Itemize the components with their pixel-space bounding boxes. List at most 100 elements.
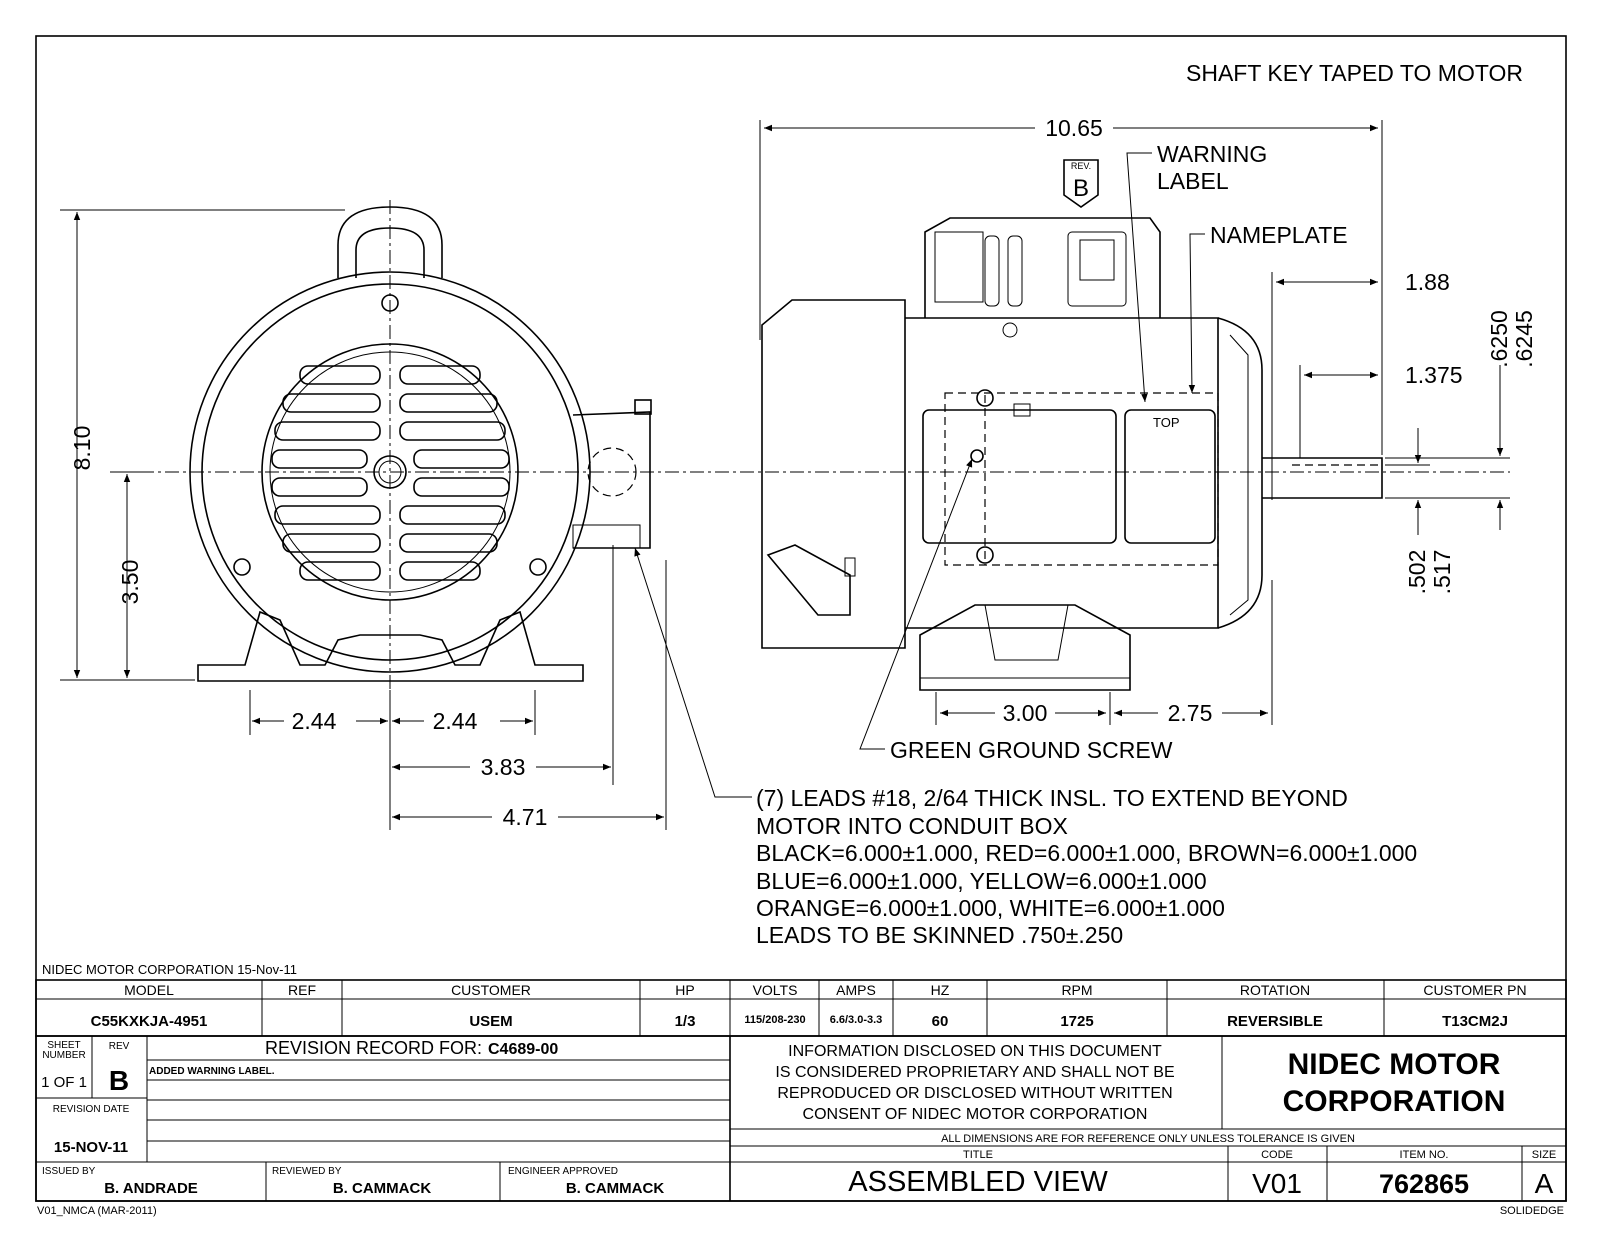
top-label: TOP (1153, 415, 1180, 430)
val-amps: 6.6/3.0-3.3 (830, 1014, 883, 1026)
dim-overall-length: 10.65 (1045, 115, 1103, 141)
hdr-customer-pn: CUSTOMER PN (1423, 982, 1526, 998)
leads-line5: ORANGE=6.000±1.000, WHITE=6.000±1.000 (756, 895, 1225, 921)
item-value: 762865 (1379, 1169, 1469, 1199)
front-housing (189, 271, 591, 673)
revision-date: 15-NOV-11 (54, 1139, 128, 1156)
ground-screw-icon (976, 389, 994, 407)
company-name-line1: NIDEC MOTOR (1288, 1048, 1501, 1081)
dim-shaft-height: 3.50 (117, 560, 143, 605)
code-label: CODE (1261, 1149, 1293, 1161)
dim-shaft-dia-max: .6250 (1486, 310, 1512, 368)
dim-to-box: 3.83 (481, 754, 526, 780)
rev-label: REV (109, 1041, 130, 1052)
reviewed-by-label: REVIEWED BY (272, 1166, 342, 1177)
hdr-amps: AMPS (836, 982, 876, 998)
rev-tag-value: B (1073, 175, 1089, 202)
hdr-rotation: ROTATION (1240, 982, 1310, 998)
dim-flat-min: .517 (1429, 550, 1455, 595)
item-label: ITEM NO. (1400, 1149, 1449, 1161)
dim-shaft-flat: 1.375 (1405, 362, 1463, 388)
dim-overall-height: 8.10 (69, 426, 95, 471)
lifting-lug (337, 206, 443, 278)
callouts: SHAFT KEY TAPED TO MOTOR WARNING LABEL N… (634, 60, 1523, 948)
dim-flat-max: .502 (1404, 550, 1430, 595)
warning-label-line1: WARNING (1157, 141, 1267, 167)
val-customer-pn: T13CM2J (1442, 1013, 1508, 1030)
hdr-model: MODEL (124, 982, 174, 998)
revision-date-label: REVISION DATE (53, 1104, 130, 1115)
side-dimensions: 10.65 1.88 1.375 .6250 .6245 .502 .517 3… (759, 115, 1537, 726)
val-model: C55KXKJA-4951 (91, 1013, 208, 1030)
shaft (1262, 457, 1383, 499)
grille-slots (271, 365, 510, 581)
sheet-border (35, 35, 1567, 1202)
shaft-end (373, 455, 407, 489)
bolt-left-icon (233, 558, 251, 576)
size-value: A (1535, 1168, 1554, 1199)
sheet-value: 1 OF 1 (41, 1074, 87, 1091)
front-dimensions: 8.10 3.50 2.44 2.44 3.83 4.71 (60, 209, 667, 830)
dim-base-right: 2.44 (433, 708, 478, 734)
code-value: V01 (1252, 1168, 1302, 1199)
proprietary-line1: INFORMATION DISCLOSED ON THIS DOCUMENT (788, 1043, 1162, 1060)
warning-label-line2: LABEL (1157, 168, 1229, 194)
fan-grille (261, 343, 519, 601)
drawing-title: ASSEMBLED VIEW (848, 1166, 1108, 1198)
nameplate-callout: NAMEPLATE (1210, 222, 1348, 248)
hdr-hz: HZ (931, 982, 950, 998)
proprietary-line4: CONSENT OF NIDEC MOTOR CORPORATION (803, 1106, 1148, 1123)
engineer: B. CAMMACK (566, 1180, 664, 1197)
tolerance-note: ALL DIMENSIONS ARE FOR REFERENCE ONLY UN… (941, 1133, 1355, 1145)
rev-tag: REV. B (1063, 159, 1099, 208)
leads-line4: BLUE=6.000±1.000, YELLOW=6.000±1.000 (756, 868, 1207, 894)
hdr-ref: REF (288, 982, 316, 998)
warning-label-area (1124, 409, 1216, 544)
rev-value: B (109, 1065, 129, 1096)
shaft-key-note: SHAFT KEY TAPED TO MOTOR (1186, 60, 1523, 86)
proprietary-line3: REPRODUCED OR DISCLOSED WITHOUT WRITTEN (777, 1085, 1172, 1102)
front-feet (197, 610, 584, 682)
engineer-label: ENGINEER APPROVED (508, 1166, 618, 1177)
conduit-box-side (572, 411, 651, 549)
val-hp: 1/3 (675, 1013, 696, 1030)
leads-line6: LEADS TO BE SKINNED .750±.250 (756, 922, 1123, 948)
val-customer: USEM (469, 1013, 512, 1030)
leads-line2: MOTOR INTO CONDUIT BOX (756, 813, 1068, 839)
revision-record-label: REVISION RECORD FOR: (265, 1038, 482, 1058)
issued-by: B. ANDRADE (104, 1180, 198, 1197)
dim-to-box-outer: 4.71 (503, 804, 548, 830)
capacitor-box (924, 217, 1161, 318)
val-hz: 60 (932, 1013, 949, 1030)
hdr-rpm: RPM (1061, 982, 1092, 998)
dim-foot-spacing: 3.00 (1003, 700, 1048, 726)
dim-foot-to-face: 2.75 (1168, 700, 1213, 726)
hdr-hp: HP (675, 982, 694, 998)
proprietary-line2: IS CONSIDERED PROPRIETARY AND SHALL NOT … (775, 1064, 1174, 1081)
revision-entry: ADDED WARNING LABEL. (149, 1066, 275, 1077)
bolt-right-icon (529, 558, 547, 576)
rear-end-bell (761, 299, 906, 649)
motor-frame (905, 317, 1219, 629)
dim-base-left: 2.44 (292, 708, 337, 734)
rev-tag-label: REV. (1071, 161, 1091, 171)
spec-table: MODEL REF CUSTOMER HP VOLTS AMPS HZ RPM … (35, 979, 1567, 1037)
bolt-top-icon (381, 294, 399, 312)
dim-shaft-ext: 1.88 (1405, 269, 1450, 295)
title-label: TITLE (963, 1149, 993, 1161)
front-bracket (1217, 317, 1263, 629)
company-name-line2: CORPORATION (1283, 1085, 1506, 1118)
front-end-view (115, 200, 1510, 830)
cad-system: SOLIDEDGE (1500, 1205, 1564, 1217)
side-view (761, 217, 1383, 691)
leads-line1: (7) LEADS #18, 2/64 THICK INSL. TO EXTEN… (756, 785, 1348, 811)
company-date-line: NIDEC MOTOR CORPORATION 15-Nov-11 (42, 962, 297, 977)
val-rpm: 1725 (1060, 1013, 1093, 1030)
issued-by-label: ISSUED BY (42, 1166, 96, 1177)
revision-record-id: C4689-00 (488, 1041, 558, 1058)
val-volts: 115/208-230 (744, 1014, 805, 1026)
leads-line3: BLACK=6.000±1.000, RED=6.000±1.000, BROW… (756, 840, 1417, 866)
